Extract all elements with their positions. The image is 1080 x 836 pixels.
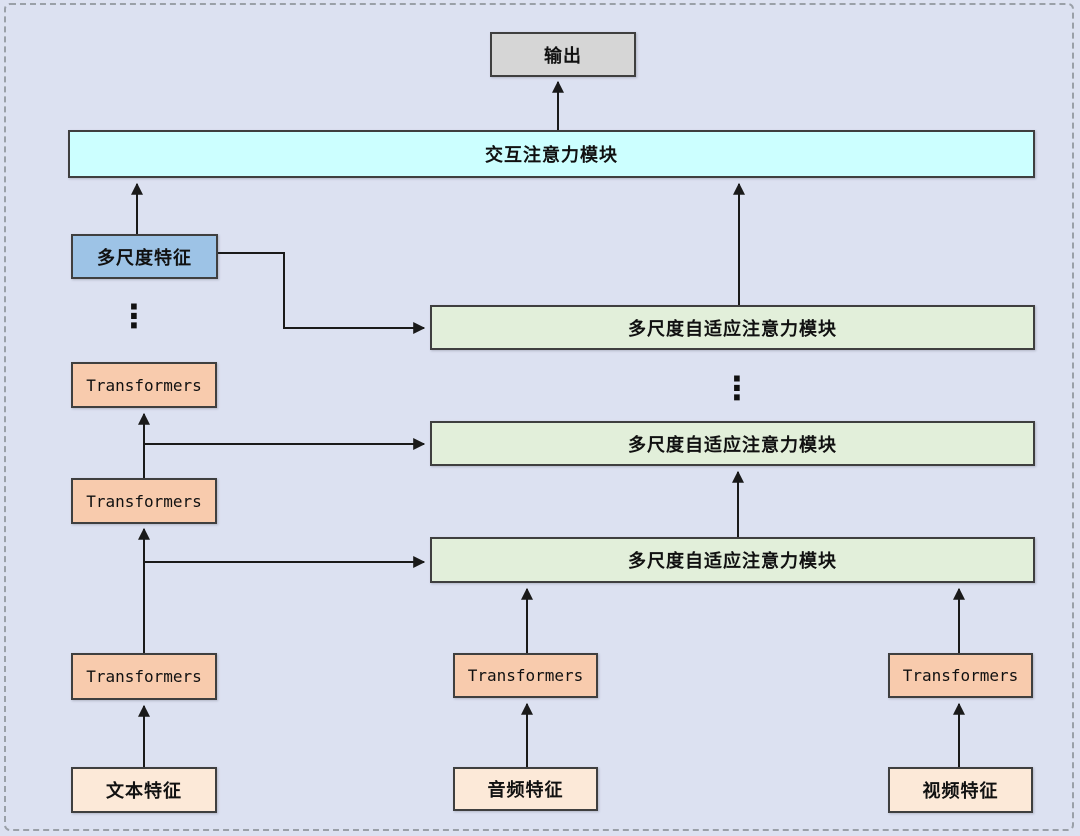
transformers-video-node: Transformers <box>888 653 1033 698</box>
adaptive-attention-middle-node: 多尺度自适应注意力模块 <box>430 421 1035 466</box>
text-features-label: 文本特征 <box>106 781 182 801</box>
adaptive-attention-bottom-node: 多尺度自适应注意力模块 <box>430 537 1035 583</box>
interactive-attention-node: 交互注意力模块 <box>68 130 1035 178</box>
transformers-text-bottom-node: Transformers <box>71 653 217 700</box>
transformers-text-middle-node: Transformers <box>71 478 217 524</box>
adaptive-attention-middle-label: 多尺度自适应注意力模块 <box>628 434 837 455</box>
ellipsis-left-icon: ⋮ <box>118 297 150 335</box>
audio-features-node: 音频特征 <box>453 767 598 811</box>
text-features-node: 文本特征 <box>71 767 217 813</box>
ellipsis-middle-icon: ⋮ <box>721 369 753 407</box>
multiscale-features-label: 多尺度特征 <box>97 247 192 268</box>
adaptive-attention-top-label: 多尺度自适应注意力模块 <box>628 318 837 339</box>
arrow-multiscale-to-adaptive-top <box>218 252 426 334</box>
transformers-text-top-label: Transformers <box>86 375 202 395</box>
transformers-text-bottom-label: Transformers <box>86 667 202 686</box>
transformers-audio-label: Transformers <box>467 666 584 685</box>
transformers-text-middle-label: Transformers <box>86 491 202 511</box>
output-node: 输出 <box>490 32 636 77</box>
transformers-video-label: Transformers <box>902 666 1019 685</box>
adaptive-attention-top-node: 多尺度自适应注意力模块 <box>430 305 1035 350</box>
output-label: 输出 <box>544 45 582 66</box>
video-features-label: 视频特征 <box>922 781 999 801</box>
transformers-audio-node: Transformers <box>453 653 598 698</box>
adaptive-attention-bottom-label: 多尺度自适应注意力模块 <box>628 551 837 571</box>
audio-features-label: 音频特征 <box>487 780 564 800</box>
interactive-attention-label: 交互注意力模块 <box>485 145 618 165</box>
video-features-node: 视频特征 <box>888 767 1033 813</box>
transformers-text-top-node: Transformers <box>71 362 217 408</box>
multiscale-features-node: 多尺度特征 <box>71 234 218 279</box>
